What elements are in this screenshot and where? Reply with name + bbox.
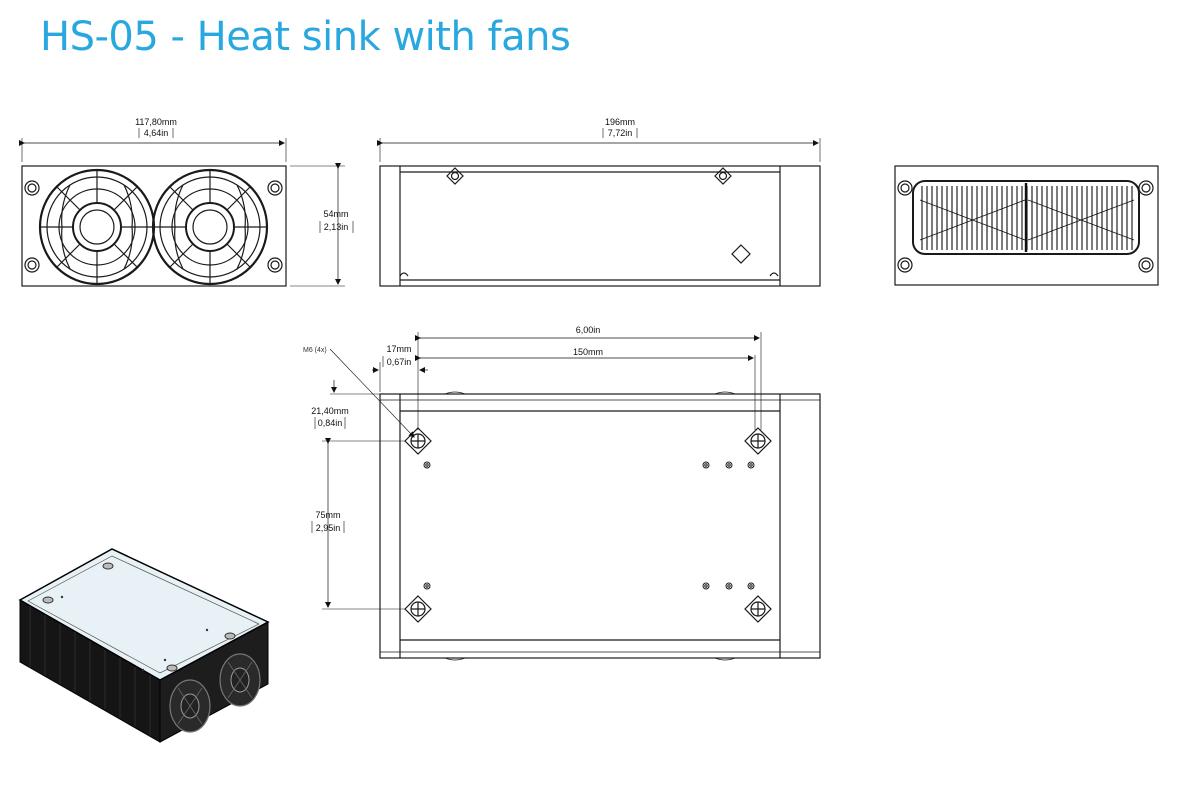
screw-icon	[897, 180, 1154, 273]
dimension-label: 21,40mm	[311, 406, 349, 416]
dimension-label: 196mm	[605, 117, 635, 127]
dimension-front-width: 117,80mm 4,64in	[19, 117, 287, 162]
dimension-hole-span: 6,00in 150mm	[415, 325, 762, 430]
dimension-front-height: 54mm 2,13in	[290, 163, 354, 287]
dimension-label: 4,64in	[144, 128, 169, 138]
fan-icon	[219, 653, 261, 707]
dimension-hole-top: 21,40mm 0,84in	[311, 380, 405, 442]
fan-icon	[38, 168, 156, 286]
dimension-label: 150mm	[573, 347, 603, 357]
dimension-hole-offset: 17mm 0,67in	[372, 344, 428, 392]
dimension-label: 54mm	[323, 209, 348, 219]
dimension-label: 0,67in	[387, 357, 412, 367]
side-view	[379, 165, 821, 287]
dimension-label: 75mm	[315, 510, 340, 520]
dimension-label: 7,72in	[608, 128, 633, 138]
hole-callout-label: M6 (4x)	[303, 347, 327, 354]
isometric-view	[18, 548, 270, 743]
bottom-view	[379, 391, 821, 661]
fan-icon	[151, 168, 269, 286]
dimension-label: 0,84in	[318, 418, 343, 428]
front-view	[21, 165, 287, 287]
page-title: HS-05 - Heat sink with fans	[40, 14, 571, 60]
heat-sink-fins	[919, 183, 1135, 252]
hole-callout: M6 (4x)	[303, 347, 415, 438]
mounting-hole-icon	[404, 427, 772, 623]
dimension-label: 6,00in	[576, 325, 601, 335]
dimension-label: 2,95in	[316, 523, 341, 533]
rear-view	[894, 165, 1159, 286]
dimension-hole-pitch: 75mm 2,95in	[311, 438, 405, 610]
dimension-side-length: 196mm 7,72in	[377, 117, 821, 162]
bolt-head-icon	[446, 167, 732, 185]
dimension-label: 2,13in	[324, 222, 349, 232]
dimension-label: 117,80mm	[135, 117, 177, 127]
dimension-label: 17mm	[386, 344, 411, 354]
screw-icon	[24, 180, 283, 273]
fan-icon	[169, 679, 211, 733]
small-hole-icon	[423, 461, 755, 590]
